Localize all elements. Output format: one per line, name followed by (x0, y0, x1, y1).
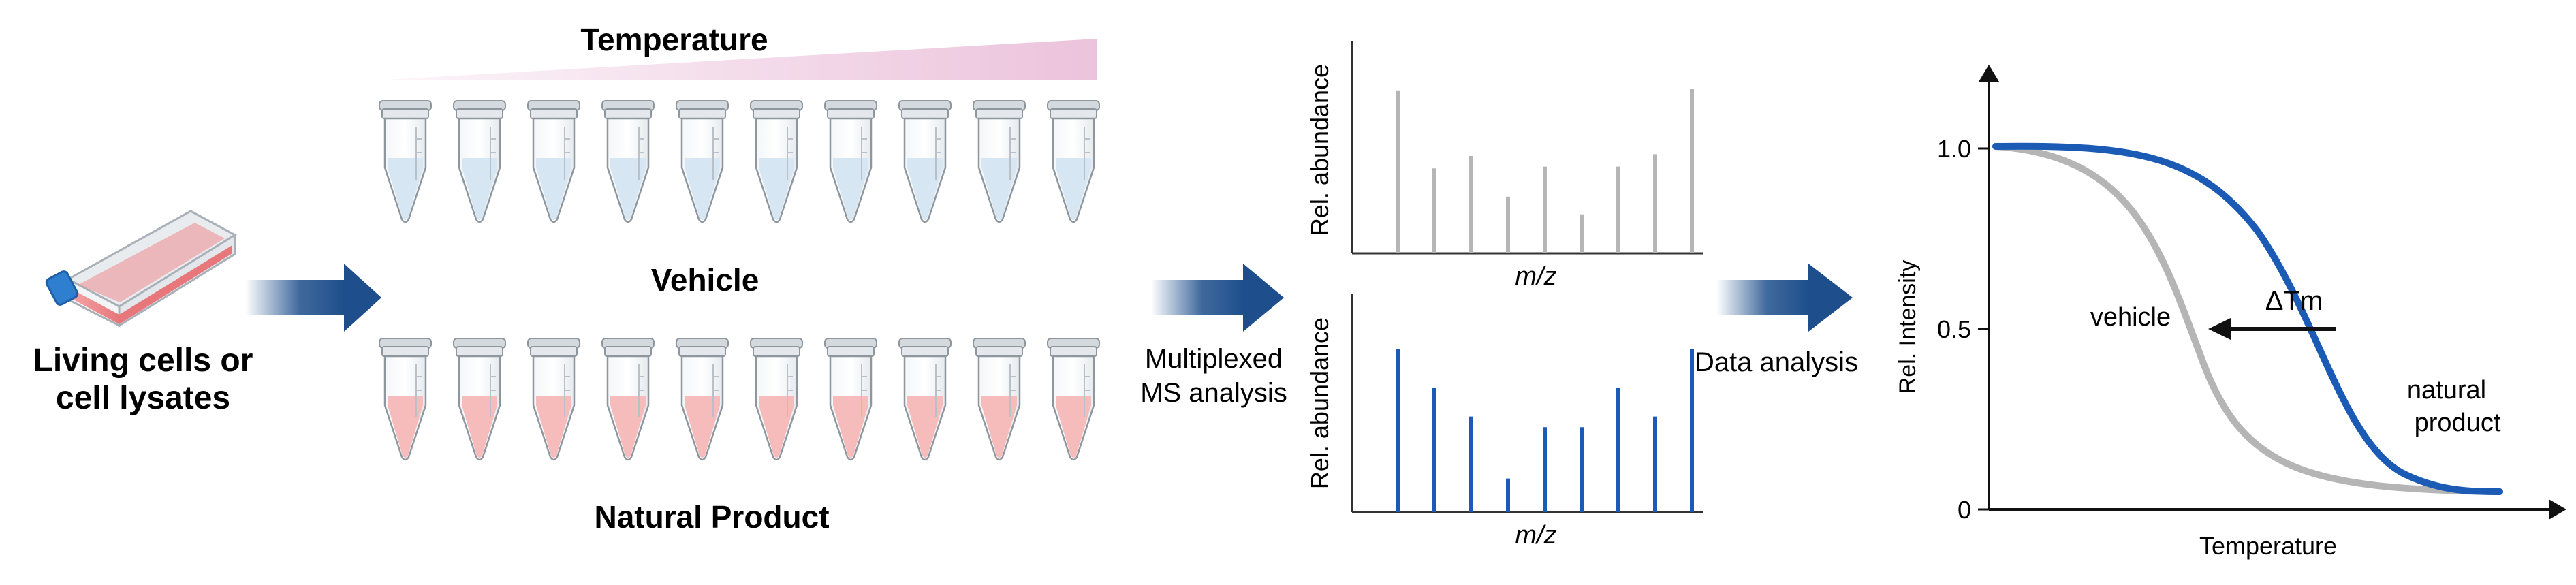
ms-step-label-line1: Multiplexed (1145, 344, 1283, 374)
natural-product-tube-icon-4 (601, 338, 655, 461)
vehicle-tube-icon-9 (973, 100, 1026, 223)
natural-product-tube-icon-2 (453, 338, 506, 461)
natural-product-tube-icon-3 (527, 338, 580, 461)
natural-product-curve (1992, 142, 2503, 495)
natural-product-label: Natural Product (594, 499, 829, 535)
process-arrow-2-icon (1151, 264, 1284, 332)
vehicle-tube-icon-4 (601, 100, 655, 223)
natural-product-tube-icon-1 (379, 338, 432, 461)
ytick-1: 1.0 (1937, 135, 1971, 163)
natural-product-tube-icon-6 (750, 338, 803, 461)
vehicle-tube-icon-1 (379, 100, 432, 223)
vehicle-tube-icon-6 (750, 100, 803, 223)
ytick-0: 0 (1958, 496, 1971, 524)
temperature-gradient-wedge (375, 39, 1097, 80)
delta-tm-arrowhead-icon (2208, 318, 2231, 340)
melt-curve-chart: 1.0 0.5 0 Rel. Intensity Temperature ΔTm… (1895, 65, 2566, 560)
temperature-label: Temperature (580, 22, 768, 57)
process-arrow-1-icon (245, 264, 381, 332)
ytick-0-5: 0.5 (1937, 315, 1971, 343)
natural-product-tube-icon-5 (676, 338, 729, 461)
spectrum-2-ylabel: Rel. abundance (1306, 317, 1334, 489)
spectrum-2-xlabel: m/z (1515, 521, 1556, 550)
melt-curve-xlabel: Temperature (2199, 532, 2337, 560)
spectrum-1-xlabel: m/z (1515, 262, 1556, 291)
vehicle-curve-label: vehicle (2090, 303, 2171, 332)
source-label-line2: cell lysates (56, 380, 230, 416)
vehicle-tube-icon-2 (453, 100, 506, 223)
natural-product-tube-icon-8 (898, 338, 952, 461)
natural-product-tube-icon-7 (824, 338, 877, 461)
vehicle-tube-row (379, 100, 1100, 223)
natural-product-spectrum-chart: Rel. abundance m/z (1306, 294, 1703, 550)
spectrum-1-ylabel: Rel. abundance (1306, 64, 1334, 236)
vehicle-tube-icon-5 (676, 100, 729, 223)
vehicle-tube-icon-10 (1047, 100, 1100, 223)
natural-product-tube-icon-10 (1047, 338, 1100, 461)
ms-step-label-line2: MS analysis (1140, 378, 1287, 408)
melt-curve-ylabel: Rel. Intensity (1895, 260, 1921, 394)
natural-product-tube-icon-9 (973, 338, 1026, 461)
vehicle-tube-icon-3 (527, 100, 580, 223)
process-arrow-3-icon (1716, 264, 1853, 332)
vehicle-label: Vehicle (651, 262, 759, 298)
source-label-line1: Living cells or (33, 343, 253, 379)
vehicle-curve (1992, 143, 2503, 495)
natural-product-curve-label-line1: natural (2407, 376, 2486, 405)
vehicle-tube-icon-8 (898, 100, 952, 223)
natural-product-curve-label-line2: product (2415, 409, 2501, 437)
delta-tm-label: ΔTm (2265, 286, 2323, 316)
culture-flask-icon (45, 210, 237, 328)
analysis-step-label: Data analysis (1695, 347, 1858, 377)
vehicle-spectrum-chart: Rel. abundance m/z (1306, 41, 1703, 291)
natural-product-tube-row (379, 338, 1100, 461)
vehicle-tube-icon-7 (824, 100, 877, 223)
